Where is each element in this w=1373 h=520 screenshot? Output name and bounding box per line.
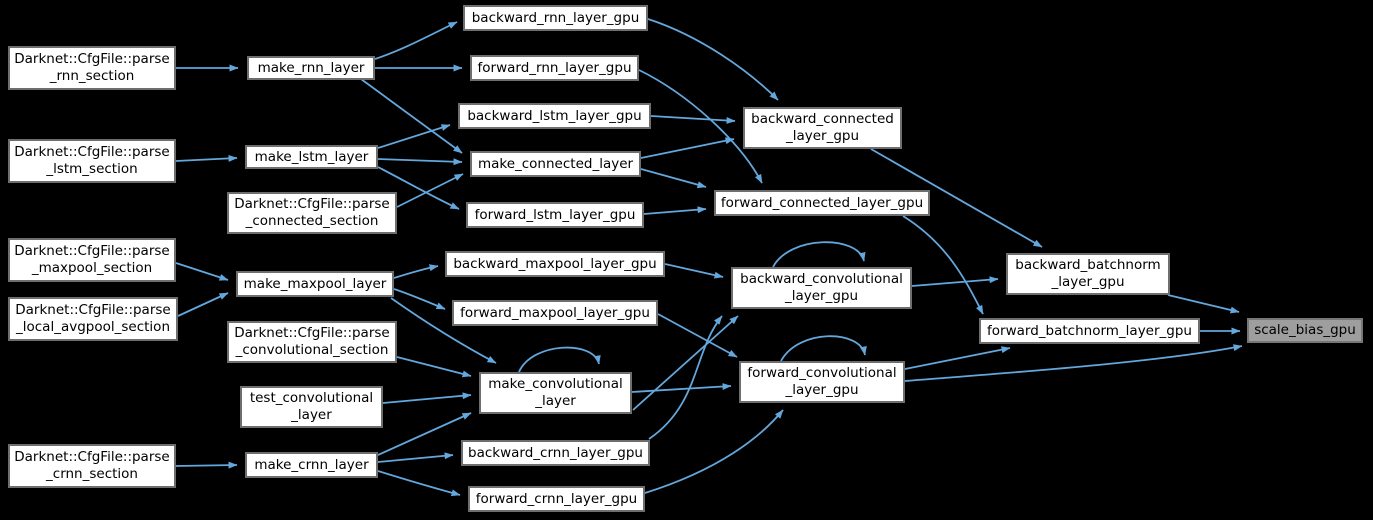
edge-make_convolutional_layer-backward_convolutional_layer_gpu — [632, 315, 739, 411]
node-backward_connected_layer_gpu[interactable]: backward_connected _layer_gpu — [743, 107, 902, 149]
edge-self-loop-make_convolutional_layer — [518, 346, 601, 373]
node-forward_connected_layer_gpu[interactable]: forward_connected_layer_gpu — [714, 190, 930, 216]
edge-forward_crnn_layer_gpu-forward_convolutional_layer_gpu — [644, 409, 784, 494]
edge-make_convolutional_layer-forward_convolutional_layer_gpu — [631, 383, 732, 393]
edge-make_lstm_layer-make_connected_layer — [377, 158, 463, 166]
edge-make_crnn_layer-forward_crnn_layer_gpu — [377, 470, 461, 497]
edge-make_maxpool_layer-backward_maxpool_layer_gpu — [393, 264, 439, 279]
edge-parse_convolutional_section-make_convolutional_layer — [396, 356, 472, 378]
node-forward_convolutional_layer_gpu[interactable]: forward_convolutional _layer_gpu — [739, 361, 905, 403]
edge-forward_convolutional_layer_gpu-forward_batchnorm_layer_gpu — [904, 346, 1011, 370]
node-backward_rnn_layer_gpu[interactable]: backward_rnn_layer_gpu — [463, 5, 648, 31]
node-backward_batchnorm_layer_gpu[interactable]: backward_batchnorm _layer_gpu — [1006, 253, 1170, 295]
node-backward_crnn_layer_gpu[interactable]: backward_crnn_layer_gpu — [461, 440, 650, 466]
edge-forward_convolutional_layer_gpu-scale_bias_gpu — [904, 344, 1243, 382]
edge-make_connected_layer-forward_connected_layer_gpu — [640, 168, 707, 189]
edge-make_maxpool_layer-make_convolutional_layer — [390, 297, 497, 364]
node-backward_maxpool_layer_gpu[interactable]: backward_maxpool_layer_gpu — [445, 251, 665, 277]
edge-self-loop-backward_convolutional_layer_gpu — [772, 241, 866, 268]
node-parse_lstm_section[interactable]: Darknet::CfgFile::parse _lstm_section — [8, 139, 176, 183]
edge-parse_maxpool_section-make_maxpool_layer — [175, 262, 229, 281]
node-parse_maxpool_section[interactable]: Darknet::CfgFile::parse _maxpool_section — [8, 238, 176, 282]
node-make_lstm_layer[interactable]: make_lstm_layer — [245, 145, 378, 169]
node-make_maxpool_layer[interactable]: make_maxpool_layer — [236, 271, 394, 297]
edge-backward_batchnorm_layer_gpu-scale_bias_gpu — [1167, 294, 1240, 314]
edge-test_convolutional_layer-make_convolutional_layer — [382, 392, 472, 404]
edge-backward_rnn_layer_gpu-backward_connected_layer_gpu — [647, 18, 779, 101]
edge-backward_connected_layer_gpu-backward_batchnorm_layer_gpu — [870, 148, 1043, 248]
node-backward_convolutional_layer_gpu[interactable]: backward_convolutional _layer_gpu — [731, 267, 912, 309]
edge-make_crnn_layer-backward_crnn_layer_gpu — [377, 452, 454, 463]
node-make_connected_layer[interactable]: make_connected_layer — [470, 151, 641, 177]
node-parse_crnn_section[interactable]: Darknet::CfgFile::parse _crnn_section — [8, 444, 176, 488]
edge-self-loop-forward_convolutional_layer_gpu — [780, 335, 867, 362]
node-parse_local_avgpool_section[interactable]: Darknet::CfgFile::parse _local_avgpool_s… — [8, 297, 178, 341]
node-make_crnn_layer[interactable]: make_crnn_layer — [245, 452, 378, 478]
edge-make_rnn_layer-backward_rnn_layer_gpu — [374, 21, 458, 60]
edge-parse_local_avgpool_section-make_maxpool_layer — [177, 292, 229, 317]
edge-forward_lstm_layer_gpu-forward_connected_layer_gpu — [643, 206, 707, 215]
node-scale_bias_gpu: scale_bias_gpu — [1247, 318, 1363, 343]
edge-make_connected_layer-backward_connected_layer_gpu — [640, 137, 735, 159]
node-forward_batchnorm_layer_gpu[interactable]: forward_batchnorm_layer_gpu — [979, 318, 1200, 344]
node-make_convolutional_layer[interactable]: make_convolutional _layer — [479, 372, 632, 414]
node-forward_maxpool_layer_gpu[interactable]: forward_maxpool_layer_gpu — [452, 300, 658, 326]
node-forward_crnn_layer_gpu[interactable]: forward_crnn_layer_gpu — [468, 486, 645, 512]
edge-backward_convolutional_layer_gpu-backward_batchnorm_layer_gpu — [911, 276, 999, 287]
edge-make_crnn_layer-make_convolutional_layer — [377, 412, 472, 456]
node-backward_lstm_layer_gpu[interactable]: backward_lstm_layer_gpu — [458, 103, 651, 129]
edge-parse_crnn_section-make_crnn_layer — [175, 461, 238, 469]
edge-forward_connected_layer_gpu-forward_batchnorm_layer_gpu — [902, 215, 984, 315]
node-parse_convolutional_section[interactable]: Darknet::CfgFile::parse _convolutional_s… — [227, 321, 397, 363]
edge-backward_crnn_layer_gpu-backward_convolutional_layer_gpu — [648, 315, 723, 440]
edge-backward_maxpool_layer_gpu-backward_convolutional_layer_gpu — [664, 263, 724, 279]
edge-forward_maxpool_layer_gpu-forward_convolutional_layer_gpu — [657, 313, 738, 358]
edge-parse_connected_section-make_connected_layer — [396, 173, 464, 208]
edge-backward_lstm_layer_gpu-backward_connected_layer_gpu — [650, 115, 736, 124]
edge-make_maxpool_layer-forward_maxpool_layer_gpu — [393, 288, 446, 310]
node-parse_connected_section[interactable]: Darknet::CfgFile::parse _connected_secti… — [227, 192, 397, 234]
node-parse_rnn_section[interactable]: Darknet::CfgFile::parse _rnn_section — [8, 46, 176, 90]
node-forward_lstm_layer_gpu[interactable]: forward_lstm_layer_gpu — [466, 202, 644, 228]
edge-make_lstm_layer-backward_lstm_layer_gpu — [377, 124, 451, 149]
node-forward_rnn_layer_gpu[interactable]: forward_rnn_layer_gpu — [470, 55, 639, 81]
edge-make_rnn_layer-make_connected_layer — [360, 78, 463, 154]
edge-make_lstm_layer-forward_lstm_layer_gpu — [377, 166, 460, 210]
edge-parse_lstm_section-make_lstm_layer — [175, 154, 238, 162]
node-make_rnn_layer[interactable]: make_rnn_layer — [247, 56, 375, 80]
node-test_convolutional_layer[interactable]: test_convolutional _layer — [240, 386, 383, 428]
